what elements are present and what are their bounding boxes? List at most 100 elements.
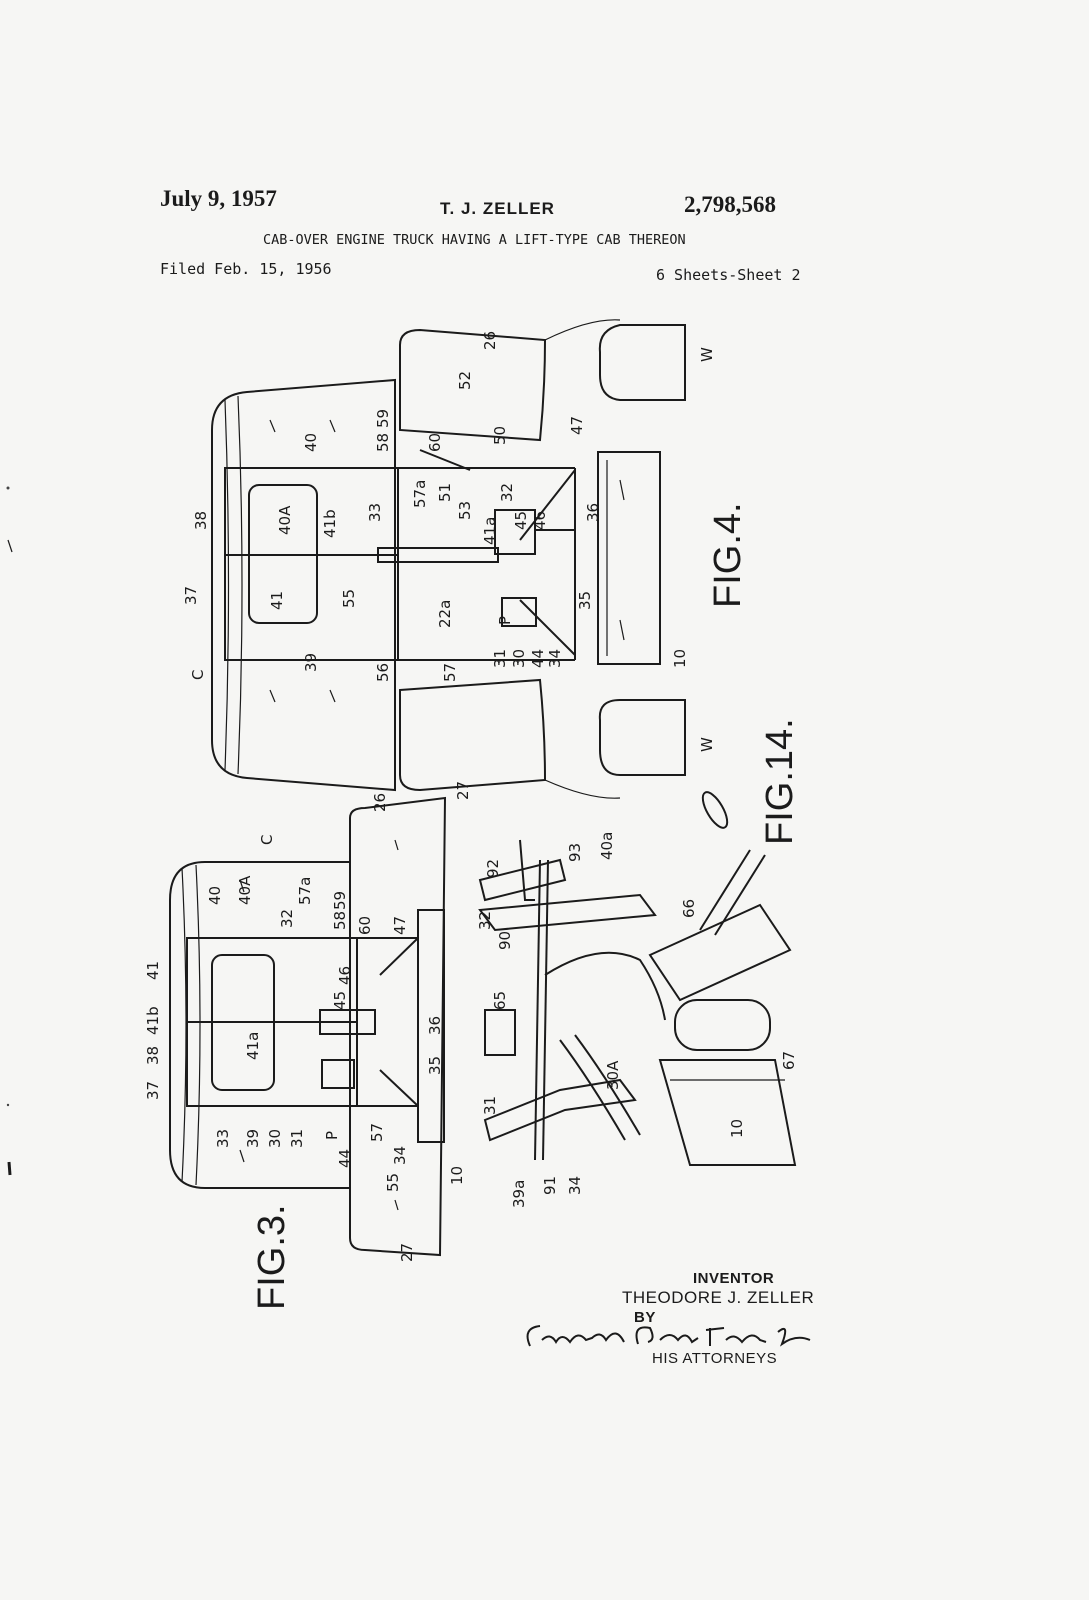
ref-numeral: 59: [374, 409, 392, 428]
ref-numeral: 26: [481, 331, 499, 350]
ref-numeral: P: [323, 1131, 341, 1140]
ref-numeral: 10: [448, 1166, 466, 1185]
ref-numeral: 31: [481, 1096, 499, 1115]
ref-numeral: 39: [244, 1129, 262, 1148]
ref-numeral: 91: [541, 1176, 559, 1195]
attorneys-label: HIS ATTORNEYS: [652, 1350, 778, 1367]
ref-numeral: 30: [266, 1129, 284, 1148]
ref-numeral: 57a: [296, 877, 314, 905]
ref-numeral: 32: [278, 909, 296, 928]
ref-numeral: 60: [356, 916, 374, 935]
scan-mark: [7, 1161, 12, 1176]
ref-numeral: 34: [566, 1176, 584, 1195]
ref-numeral: 41a: [481, 517, 499, 545]
ref-numeral: 55: [384, 1173, 402, 1192]
fig3-caption: FIG.3.: [251, 1204, 293, 1310]
ref-numeral: 37: [182, 586, 200, 605]
ref-numeral: 55: [340, 589, 358, 608]
ref-numeral: 34: [546, 649, 564, 668]
fig14-caption: FIG.14.: [759, 718, 801, 845]
fig4-caption: FIG.4.: [707, 502, 749, 608]
ref-numeral: 30: [510, 649, 528, 668]
inventor-name: THEODORE J. ZELLER: [622, 1288, 815, 1307]
ref-numeral: W: [698, 347, 716, 362]
ref-numeral: 65: [491, 991, 509, 1010]
ref-numeral: C: [258, 835, 276, 845]
ref-numeral: 46: [531, 511, 549, 530]
ref-numeral: 92: [484, 859, 502, 878]
ref-numeral: 60: [426, 433, 444, 452]
ref-numeral: 32: [498, 483, 516, 502]
scan-mark: [7, 539, 13, 553]
ref-numeral: 66: [680, 899, 698, 918]
ref-numeral: 90: [496, 931, 514, 950]
ref-numeral: 41b: [321, 509, 339, 538]
ref-numeral: 31: [288, 1129, 306, 1148]
ref-numeral: 45: [512, 511, 530, 530]
ref-numeral: 38: [192, 511, 210, 530]
ref-numeral: 50: [491, 426, 509, 445]
ref-numeral: 26: [371, 793, 389, 812]
ref-numeral: 67: [780, 1051, 798, 1070]
ref-numeral: 53: [456, 501, 474, 520]
ref-numeral: 27: [454, 781, 472, 800]
ref-numeral: 44: [529, 649, 547, 668]
fig4-drawing: [211, 319, 686, 799]
ref-numeral: P: [496, 616, 514, 625]
ref-numeral: 41: [268, 591, 286, 610]
ref-numeral: 37: [144, 1081, 162, 1100]
ref-numeral: 35: [426, 1056, 444, 1075]
ref-numeral: 39: [302, 653, 320, 672]
attorney-signature: [526, 1325, 811, 1347]
ref-numeral: 30A: [604, 1060, 622, 1090]
scan-mark: [6, 1103, 10, 1107]
ref-numeral: 40A: [276, 505, 294, 535]
filed-date: Filed Feb. 15, 1956: [160, 260, 332, 278]
ref-numeral: 41b: [144, 1006, 162, 1035]
ref-numeral: 57: [441, 663, 459, 682]
ref-numeral: 40: [302, 433, 320, 452]
ref-numeral: 51: [436, 483, 454, 502]
ref-numeral: 56: [374, 663, 392, 682]
ref-numeral: 34: [391, 1146, 409, 1165]
ref-numeral: 58: [374, 433, 392, 452]
ref-numeral: 10: [671, 649, 689, 668]
ref-numeral: 57: [368, 1123, 386, 1142]
ref-numeral: 35: [576, 591, 594, 610]
ref-numeral: 40A: [236, 875, 254, 905]
ref-numeral: 47: [391, 916, 409, 935]
ref-numeral: 45: [331, 991, 349, 1010]
ref-numeral: 38: [144, 1046, 162, 1065]
ref-numeral: 41: [144, 961, 162, 980]
fig14-reference-numerals: 92 93 40a 32 90 65 66 67 30A 31 39a 91 3…: [476, 832, 798, 1208]
ref-numeral: C: [189, 670, 207, 680]
ref-numeral: 46: [336, 966, 354, 985]
fig4-reference-numerals: 26 W 52 47 50 60 58 59 40 38 57a 51 53 3…: [182, 331, 716, 800]
ref-numeral: 44: [336, 1149, 354, 1168]
ref-numeral: 31: [491, 649, 509, 668]
ref-numeral: 59: [331, 891, 349, 910]
by-label: BY: [634, 1309, 656, 1326]
ref-numeral: 33: [214, 1129, 232, 1148]
ref-numeral: 27: [398, 1243, 416, 1262]
scan-mark: [6, 486, 10, 490]
ref-numeral: 10: [728, 1119, 746, 1138]
ref-numeral: 57a: [411, 480, 429, 508]
ref-numeral: 40: [206, 886, 224, 905]
patent-number: 2,798,568: [684, 192, 776, 217]
ref-numeral: 40a: [598, 832, 616, 860]
ref-numeral: 22a: [436, 600, 454, 628]
ref-numeral: 58: [331, 911, 349, 930]
sheet-count: 6 Sheets-Sheet 2: [656, 266, 801, 284]
inventor-label: INVENTOR: [693, 1270, 775, 1287]
ref-numeral: 41a: [244, 1032, 262, 1060]
fig3-reference-numerals: 26 C 40A 40 57a 32 58 59 60 47 41 41b 38…: [144, 793, 466, 1262]
ref-numeral: 93: [566, 843, 584, 862]
ref-numeral: W: [698, 737, 716, 752]
fig14-drawing: [478, 791, 797, 1166]
ref-numeral: 47: [568, 416, 586, 435]
patent-title: CAB-OVER ENGINE TRUCK HAVING A LIFT-TYPE…: [263, 232, 686, 248]
ref-numeral: 36: [584, 503, 602, 522]
patent-date: July 9, 1957: [160, 186, 277, 211]
